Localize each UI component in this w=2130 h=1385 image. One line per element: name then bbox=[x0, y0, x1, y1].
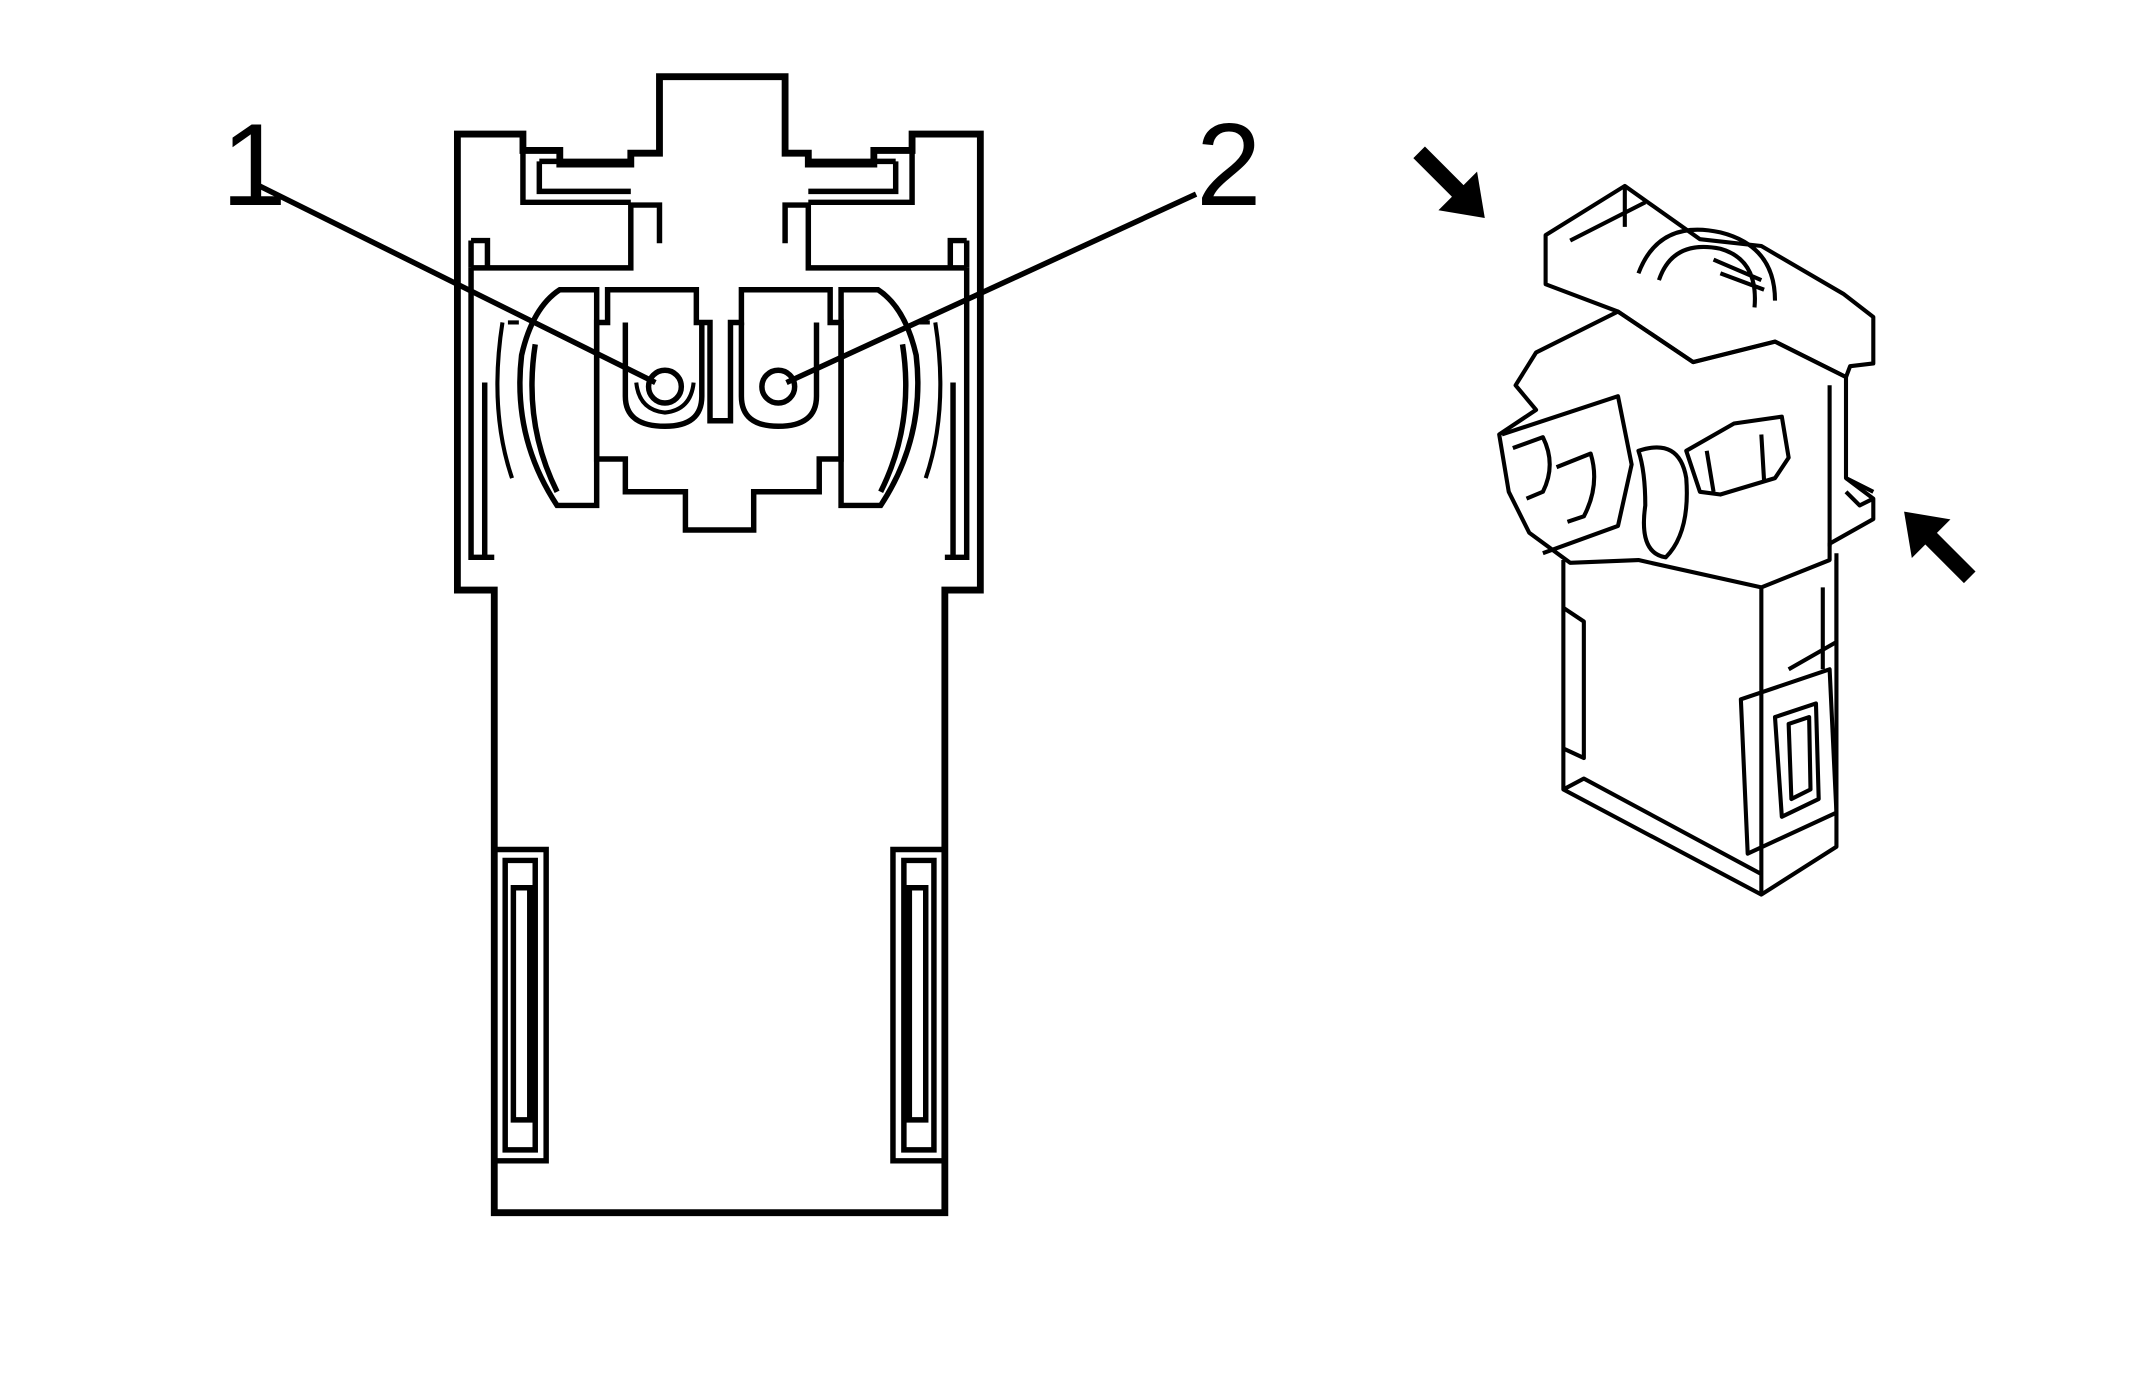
right-top-latch bbox=[808, 150, 915, 206]
left-bottom-slot bbox=[494, 846, 549, 1164]
cavity-1 bbox=[622, 322, 705, 429]
iso-lower-body bbox=[1561, 553, 1839, 897]
right-inner-rail bbox=[944, 267, 970, 561]
arrow-bottom-right-icon bbox=[1904, 511, 1976, 584]
iso-lower-body-inner bbox=[1562, 587, 1764, 895]
iso-right-rail bbox=[1827, 385, 1875, 547]
iso-cavity-2 bbox=[1555, 451, 1597, 524]
connector-isometric-view bbox=[1497, 183, 1876, 897]
right-lock-arm bbox=[838, 286, 921, 509]
iso-top-cap-detail bbox=[1569, 185, 1778, 308]
arrow-top-left-icon bbox=[1413, 146, 1485, 218]
bottom-shoulder bbox=[491, 1160, 948, 1213]
iso-lock-arm bbox=[1636, 445, 1689, 560]
leader-line-1 bbox=[258, 183, 657, 386]
callout-label-1: 1 bbox=[221, 99, 286, 230]
callout-label-2: 2 bbox=[1196, 99, 1261, 230]
terminal-housing bbox=[593, 286, 844, 533]
connector-front-view bbox=[453, 73, 984, 1217]
iso-housing-front bbox=[1501, 394, 1634, 556]
iso-window-detail bbox=[1787, 560, 1839, 672]
right-lock-arm-inner bbox=[918, 320, 943, 479]
leader-line-2 bbox=[785, 191, 1198, 386]
iso-window bbox=[1738, 667, 1839, 856]
left-top-latch bbox=[520, 150, 631, 206]
cavity-1-curve bbox=[634, 382, 696, 415]
left-inner-rail bbox=[468, 267, 495, 561]
left-lock-arm-inner bbox=[495, 320, 519, 479]
terminal-pin-2 bbox=[759, 367, 798, 406]
right-side-tab bbox=[947, 237, 970, 268]
right-bottom-slot bbox=[890, 846, 945, 1164]
iso-cavity-1 bbox=[1512, 435, 1552, 501]
iso-lock-arm-2 bbox=[1684, 414, 1791, 497]
cavity-2 bbox=[738, 322, 820, 429]
callout-leaders bbox=[258, 183, 1198, 386]
left-side-tab bbox=[468, 237, 491, 268]
left-lock-arm bbox=[517, 286, 600, 509]
press-arrows bbox=[1413, 146, 1976, 584]
iso-top-cap bbox=[1543, 183, 1876, 380]
top-ledge bbox=[471, 202, 967, 271]
terminal-pin-1 bbox=[645, 367, 685, 406]
